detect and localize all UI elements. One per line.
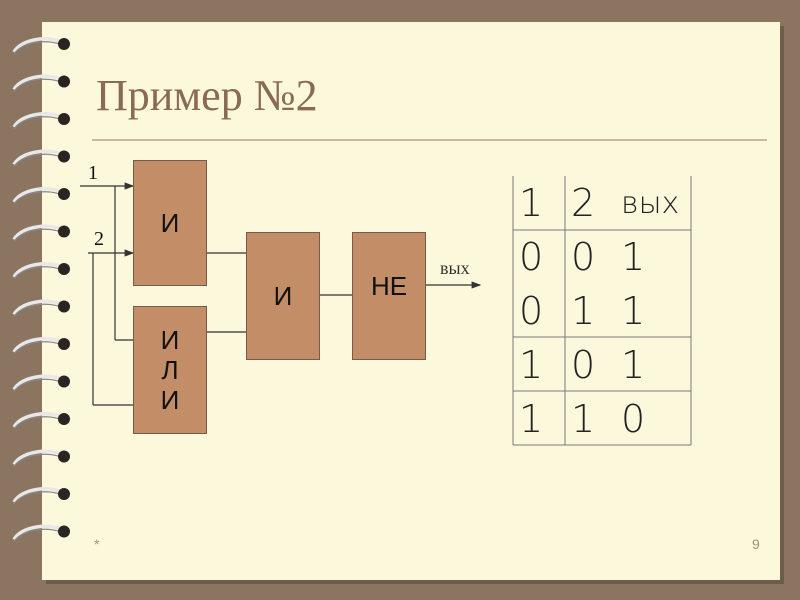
page-number: 9 (752, 536, 760, 552)
cell: 0 (519, 235, 544, 279)
not-gate-label: НЕ (370, 271, 408, 301)
table-header-row: 1 2 вых (513, 176, 697, 230)
binding-ring (12, 374, 70, 392)
binding-ring (12, 524, 70, 542)
binding-ring (12, 262, 70, 280)
cell: 1 (519, 343, 544, 387)
cell: 0 (571, 235, 596, 279)
input-2-label: 2 (94, 228, 104, 250)
or-gate: И Л И (133, 306, 207, 434)
table-row: 1 1 0 (513, 392, 697, 446)
binding-ring (12, 224, 70, 242)
or-gate-letter-2: Л (161, 355, 179, 385)
and-gate-2-label: И (273, 280, 293, 311)
table-row: 0 0 1 (513, 230, 697, 284)
truth-table: 1 2 вых 0 0 1 0 1 1 1 0 1 1 1 0 (513, 176, 697, 446)
header-output: вых (621, 185, 680, 221)
binding-ring (12, 449, 70, 467)
binding-ring (12, 74, 70, 92)
and-gate-1: И (133, 160, 207, 286)
not-gate: НЕ (352, 232, 426, 360)
title-divider (92, 139, 767, 141)
table-row: 1 0 1 (513, 338, 697, 392)
binding-ring (12, 412, 70, 430)
binding-ring (12, 37, 70, 55)
cell: 0 (571, 343, 596, 387)
binding-ring (12, 487, 70, 505)
binding-ring (12, 337, 70, 355)
binding-ring (12, 187, 70, 205)
binding-ring (12, 112, 70, 130)
or-gate-letter-1: И (160, 325, 180, 355)
cell: 1 (571, 397, 596, 441)
output-label: вых (440, 258, 470, 278)
page-title: Пример №2 (96, 71, 318, 120)
cell: 1 (519, 397, 544, 441)
header-input-1: 1 (519, 181, 544, 225)
binding-ring (12, 299, 70, 317)
table-row: 0 1 1 (513, 284, 697, 338)
footer-marker: * (94, 536, 100, 552)
cell: 1 (621, 289, 646, 333)
cell: 1 (621, 235, 646, 279)
and-gate-2: И (246, 232, 320, 360)
cell: 0 (519, 289, 544, 333)
header-input-2: 2 (571, 181, 596, 225)
input-1-label: 1 (88, 162, 98, 184)
cell: 1 (571, 289, 596, 333)
cell: 1 (621, 343, 646, 387)
or-gate-letter-3: И (160, 385, 180, 415)
cell: 0 (621, 397, 646, 441)
binding-ring (12, 149, 70, 167)
and-gate-1-label: И (160, 207, 180, 238)
